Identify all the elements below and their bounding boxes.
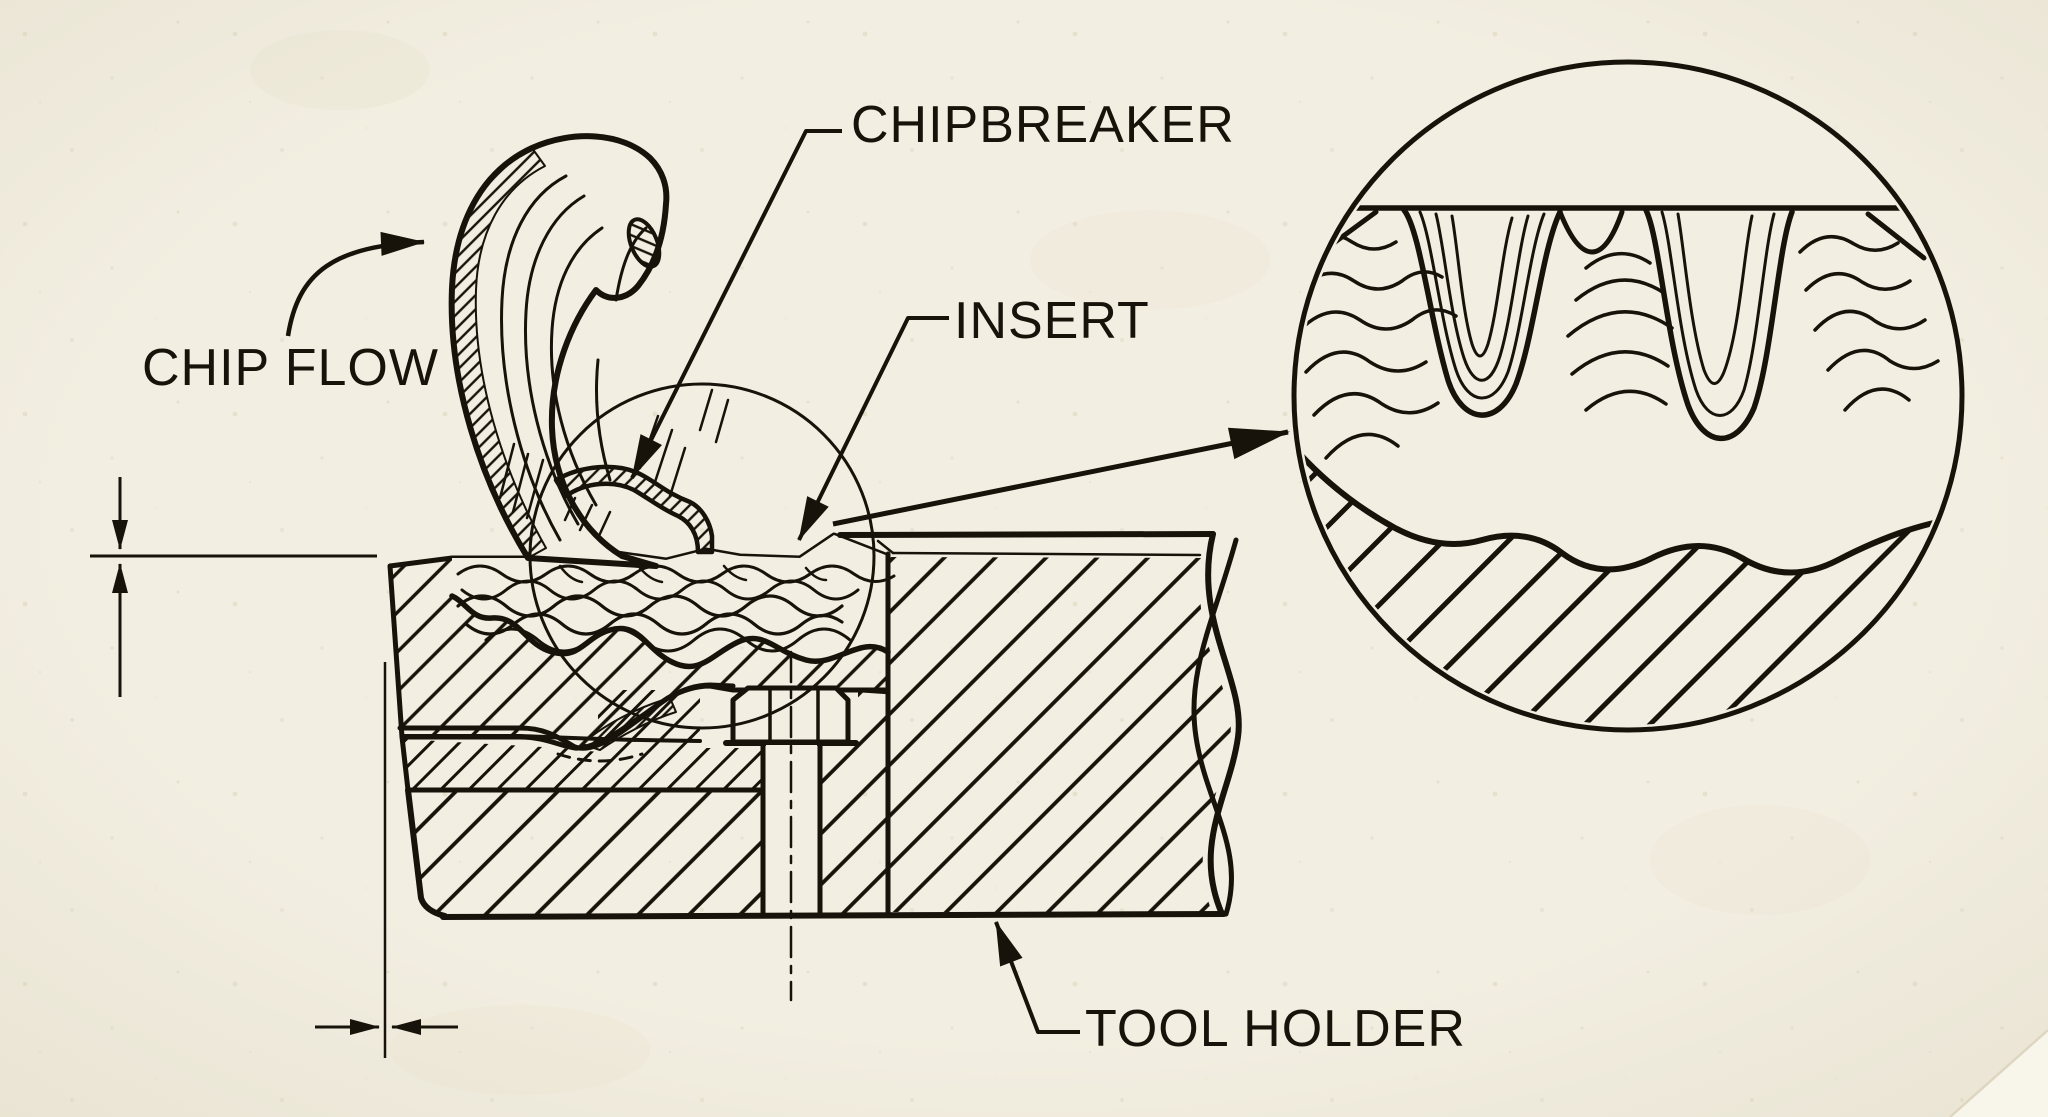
label-insert: INSERT	[954, 292, 1150, 350]
chip-flow-arrow	[285, 231, 425, 337]
chip-section-sliver	[450, 147, 547, 559]
leader-tool-holder	[994, 921, 1080, 1034]
detail-valley-1	[1401, 207, 1563, 418]
break-lines	[1191, 531, 1242, 917]
dimension-vertical	[90, 477, 377, 697]
curling-chip	[448, 133, 730, 569]
callout-leaders	[285, 129, 1290, 1034]
dimension-horizontal	[315, 662, 458, 1058]
insert-plate	[399, 690, 766, 793]
detail-right-wave-stack	[1798, 211, 1940, 412]
detail-middle-waves	[1557, 209, 1674, 412]
main-section-view	[387, 133, 1242, 1002]
tool-holder-front	[405, 787, 763, 919]
leader-chipbreaker	[630, 129, 842, 479]
detail-circle-content	[1299, 205, 1957, 725]
detail-circle	[1291, 59, 1965, 733]
detail-indicator-circle	[528, 382, 876, 730]
chipbreaker-serration-texture	[449, 564, 896, 670]
label-chip-flow: CHIP FLOW	[142, 339, 439, 397]
tool-holder-shank	[440, 531, 1242, 920]
leader-insert	[797, 316, 949, 541]
detail-section-hatch	[1299, 449, 1941, 725]
magnifier-arrow	[832, 427, 1290, 527]
chip-end-section	[626, 217, 662, 269]
clamp-screw	[723, 650, 859, 1002]
label-chipbreaker: CHIPBREAKER	[851, 96, 1235, 154]
label-tool-holder: TOOL HOLDER	[1085, 1000, 1466, 1058]
detail-valley-2	[1643, 207, 1795, 442]
corner-fold	[1949, 1029, 2048, 1117]
tool-holder-mid-strip	[820, 690, 888, 913]
